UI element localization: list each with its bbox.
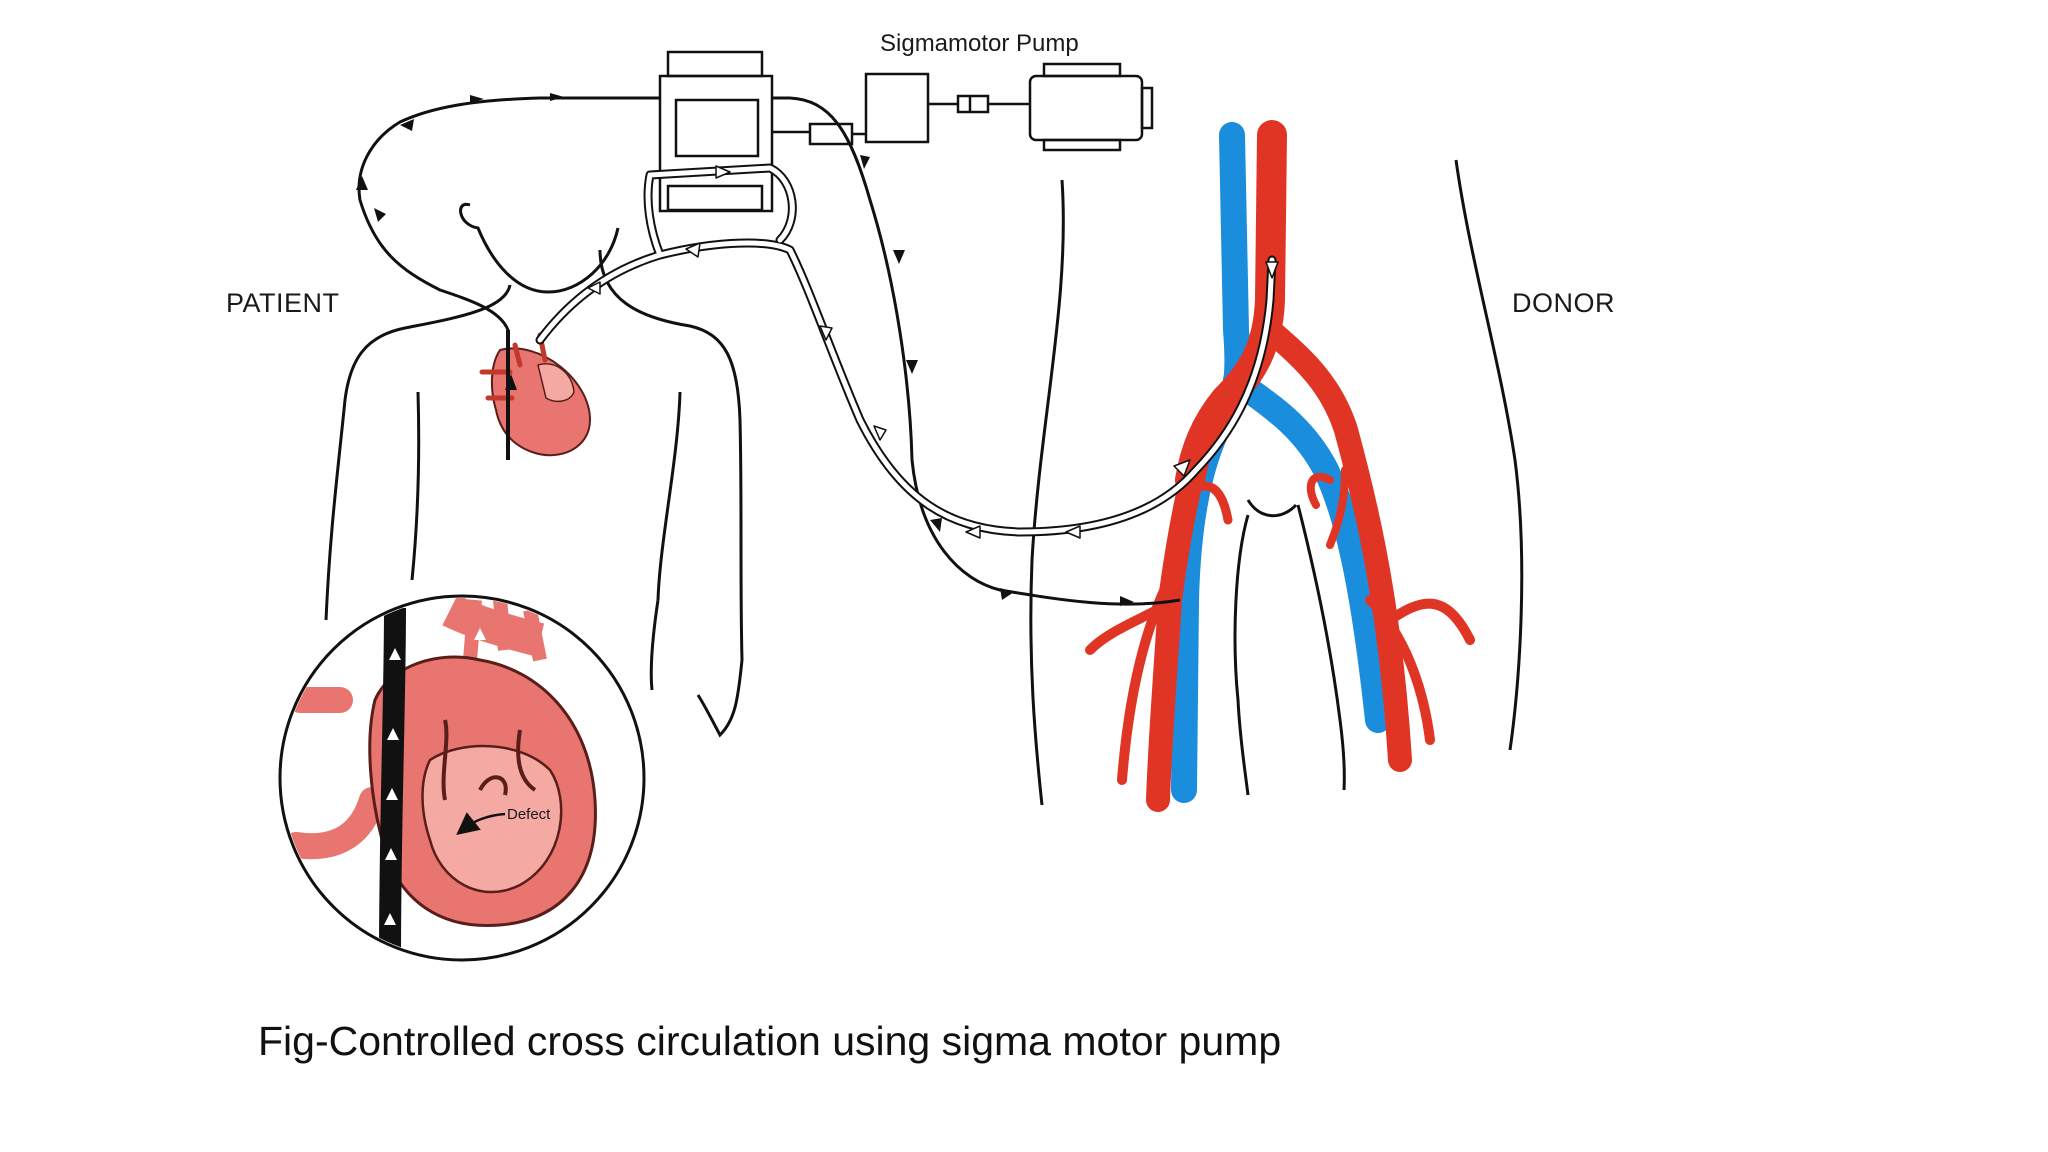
donor-artery [1085,120,1475,812]
pump-label: Sigmamotor Pump [880,30,1079,57]
sigmamotor-pump [852,62,1154,152]
heart-inset [278,594,646,962]
donor-legs-outline [1029,159,1524,806]
patient-label: PATIENT [226,288,340,318]
figure-caption: Fig-Controlled cross circulation using s… [258,1018,1282,1064]
defect-label: Defect [507,806,551,823]
donor-label: DONOR [1512,288,1615,318]
circuit-white-line [535,163,1279,539]
circuit-black-line [356,93,1181,606]
patient-body-outline [324,202,744,738]
patient-heart [479,330,592,460]
reservoir-box [658,50,854,213]
